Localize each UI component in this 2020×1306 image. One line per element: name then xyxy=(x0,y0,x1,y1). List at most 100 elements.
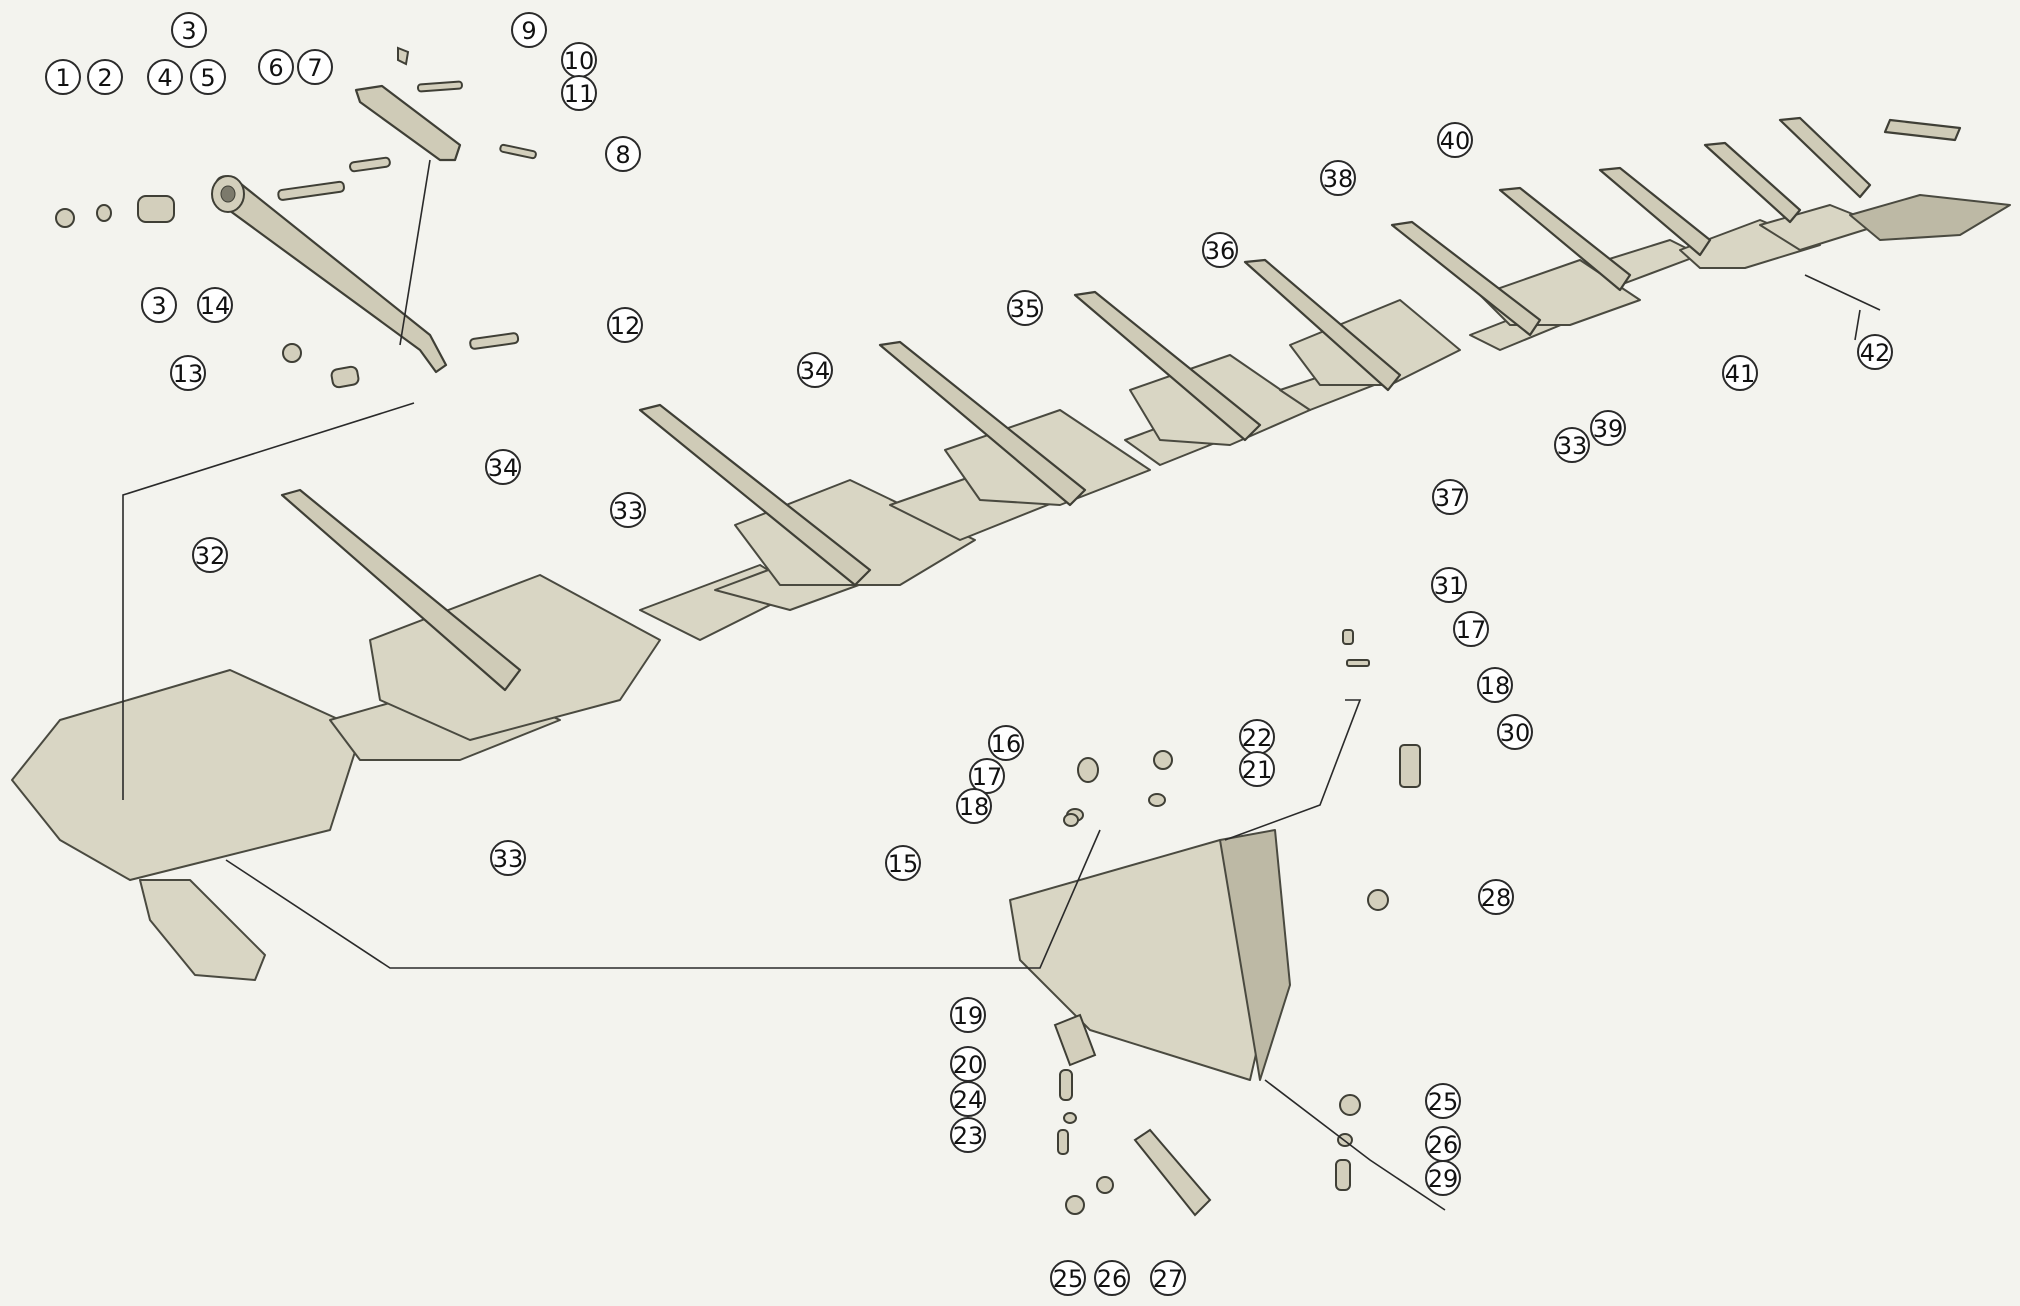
callout-5: 5 xyxy=(190,59,226,95)
callout-label: 3 xyxy=(181,17,196,45)
callout-circle xyxy=(1150,1260,1186,1296)
callout-4: 4 xyxy=(147,59,183,95)
callout-label: 20 xyxy=(953,1051,984,1079)
callout-label: 4 xyxy=(157,64,172,92)
callout-12: 12 xyxy=(607,307,643,343)
callout-label: 8 xyxy=(615,141,630,169)
callout-23: 23 xyxy=(950,1117,986,1153)
callout-label: 7 xyxy=(307,54,322,82)
callout-34: 34 xyxy=(485,449,521,485)
callout-26: 26 xyxy=(1094,1260,1130,1296)
callout-18: 18 xyxy=(956,788,992,824)
callout-16: 16 xyxy=(988,725,1024,761)
callout-label: 12 xyxy=(610,312,641,340)
callout-circle xyxy=(1094,1260,1130,1296)
callout-circle xyxy=(1202,232,1238,268)
callout-circle xyxy=(45,59,81,95)
callout-label: 36 xyxy=(1205,237,1236,265)
callout-31: 31 xyxy=(1431,567,1467,603)
callout-circle xyxy=(87,59,123,95)
callout-label: 10 xyxy=(564,47,595,75)
callout-24: 24 xyxy=(950,1081,986,1117)
callout-26: 26 xyxy=(1425,1126,1461,1162)
callout-40: 40 xyxy=(1437,122,1473,158)
callout-33: 33 xyxy=(490,840,526,876)
callout-circle xyxy=(885,845,921,881)
divider-assembly xyxy=(1009,629,1421,1217)
callout-circle xyxy=(1007,290,1043,326)
callout-38: 38 xyxy=(1320,160,1356,196)
callout-3: 3 xyxy=(141,287,177,323)
callout-37: 37 xyxy=(1432,479,1468,515)
callout-label: 5 xyxy=(200,64,215,92)
callout-label: 27 xyxy=(1153,1265,1184,1293)
callout-36: 36 xyxy=(1202,232,1238,268)
callout-label: 1 xyxy=(55,64,70,92)
callout-circle xyxy=(1432,479,1468,515)
callout-circle xyxy=(141,287,177,323)
callout-circle xyxy=(297,49,333,85)
callout-circle xyxy=(485,449,521,485)
callout-circle xyxy=(1477,667,1513,703)
callout-label: 37 xyxy=(1435,484,1466,512)
callout-label: 2 xyxy=(97,64,112,92)
callout-label: 23 xyxy=(953,1122,984,1150)
callout-29: 29 xyxy=(1425,1160,1461,1196)
callout-circle xyxy=(950,1081,986,1117)
callout-circle xyxy=(190,59,226,95)
callout-42: 42 xyxy=(1857,334,1893,370)
callout-10: 10 xyxy=(561,42,597,78)
callout-label: 25 xyxy=(1428,1088,1459,1116)
callout-13: 13 xyxy=(170,355,206,391)
callout-circle xyxy=(969,758,1005,794)
callout-3: 3 xyxy=(171,12,207,48)
callout-circle xyxy=(610,492,646,528)
callout-label: 28 xyxy=(1481,884,1512,912)
callout-label: 14 xyxy=(200,292,231,320)
callout-circle xyxy=(1425,1160,1461,1196)
callout-circle xyxy=(258,49,294,85)
callout-label: 38 xyxy=(1323,165,1354,193)
callout-circle xyxy=(1320,160,1356,196)
callout-6: 6 xyxy=(258,49,294,85)
callout-circle xyxy=(192,537,228,573)
callout-label: 15 xyxy=(888,850,919,878)
callout-33: 33 xyxy=(1554,427,1590,463)
callout-circle xyxy=(1425,1083,1461,1119)
callout-label: 17 xyxy=(1456,616,1487,644)
callout-circle xyxy=(1497,714,1533,750)
callout-label: 33 xyxy=(493,845,524,873)
callout-circle xyxy=(1050,1260,1086,1296)
callout-label: 33 xyxy=(1557,432,1588,460)
callout-27: 27 xyxy=(1150,1260,1186,1296)
leader-lines xyxy=(122,159,1881,1211)
callout-circle xyxy=(1554,427,1590,463)
callout-label: 3 xyxy=(151,292,166,320)
callout-25: 25 xyxy=(1425,1083,1461,1119)
callout-33: 33 xyxy=(610,492,646,528)
callout-label: 24 xyxy=(953,1086,984,1114)
callout-label: 17 xyxy=(972,763,1003,791)
callout-label: 16 xyxy=(991,730,1022,758)
callout-label: 9 xyxy=(521,17,536,45)
callout-label: 32 xyxy=(195,542,226,570)
callout-30: 30 xyxy=(1497,714,1533,750)
callout-label: 40 xyxy=(1440,127,1471,155)
callout-circle xyxy=(1437,122,1473,158)
callout-label: 26 xyxy=(1428,1131,1459,1159)
callout-41: 41 xyxy=(1722,355,1758,391)
callout-32: 32 xyxy=(192,537,228,573)
callout-circle xyxy=(988,725,1024,761)
callout-label: 34 xyxy=(800,357,831,385)
callout-label: 41 xyxy=(1725,360,1756,388)
callout-label: 39 xyxy=(1593,415,1624,443)
callout-label: 31 xyxy=(1434,572,1465,600)
callout-label: 11 xyxy=(564,80,595,108)
callout-label: 30 xyxy=(1500,719,1531,747)
callout-circle xyxy=(170,355,206,391)
callout-circle xyxy=(1239,751,1275,787)
callout-label: 42 xyxy=(1860,339,1891,367)
callout-label: 13 xyxy=(173,360,204,388)
callout-18: 18 xyxy=(1477,667,1513,703)
